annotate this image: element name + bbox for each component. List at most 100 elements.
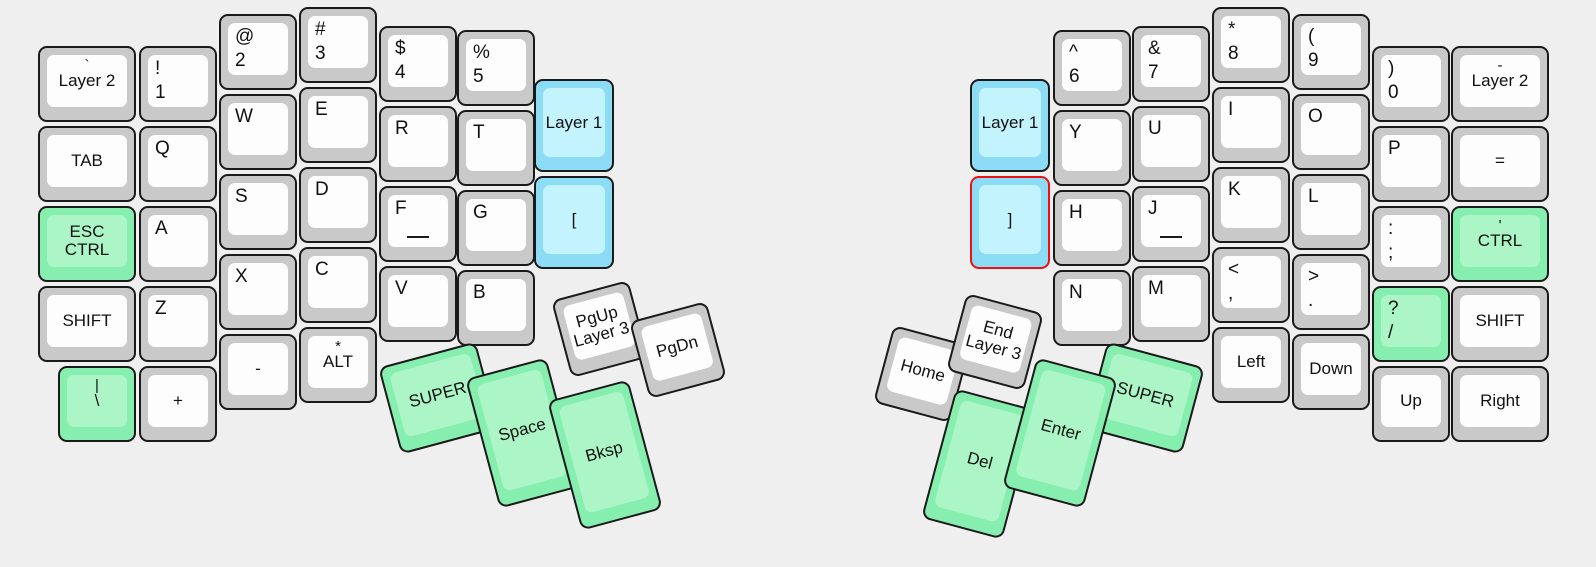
key-bracket-right[interactable]: ]	[970, 176, 1050, 269]
legend-top-left: F	[395, 198, 407, 219]
key-down[interactable]: Down	[1292, 334, 1370, 410]
key-4[interactable]: $4	[379, 26, 457, 102]
key-tab[interactable]: TAB	[38, 126, 136, 202]
legend-top-left: H	[1069, 202, 1083, 223]
key-layer1-left[interactable]: Layer 1	[534, 79, 614, 172]
keycap-face: I	[1221, 96, 1281, 148]
legend-bottom-left: ,	[1228, 282, 1234, 304]
legend-center: +	[173, 390, 183, 410]
keycap-face: ?/	[1381, 295, 1441, 347]
keycap-face: (9	[1301, 23, 1361, 75]
legend-top-left: J	[1148, 198, 1158, 219]
legend-top-left: ?	[1388, 298, 1399, 319]
legend-top-left: ^	[1069, 42, 1078, 63]
key-f[interactable]: F	[379, 186, 457, 262]
key-0[interactable]: )0	[1372, 46, 1450, 122]
key-plus[interactable]: +	[139, 366, 217, 442]
legend-top-left: X	[235, 266, 248, 287]
key-s[interactable]: S	[219, 174, 297, 250]
key-grave-layer2[interactable]: `Layer 2	[38, 46, 136, 122]
key-v[interactable]: V	[379, 266, 457, 342]
key-o[interactable]: O	[1292, 94, 1370, 170]
key-z[interactable]: Z	[139, 286, 217, 362]
legend-center: Up	[1400, 390, 1422, 410]
key-bracket-left[interactable]: [	[534, 176, 614, 269]
key-semicolon[interactable]: :;	[1372, 206, 1450, 282]
legend-center: SHIFT	[1475, 310, 1525, 330]
key-d[interactable]: D	[299, 167, 377, 243]
key-layer1-right[interactable]: Layer 1	[970, 79, 1050, 172]
key-9[interactable]: (9	[1292, 14, 1370, 90]
key-k[interactable]: K	[1212, 167, 1290, 243]
key-e[interactable]: E	[299, 87, 377, 163]
key-minus[interactable]: -	[219, 334, 297, 410]
legend-top-left: Z	[155, 298, 167, 319]
key-alt[interactable]: *ALT	[299, 327, 377, 403]
key-right[interactable]: Right	[1451, 366, 1549, 442]
key-up[interactable]: Up	[1372, 366, 1450, 442]
key-i[interactable]: I	[1212, 87, 1290, 163]
key-y[interactable]: Y	[1053, 110, 1131, 186]
key-shift-right[interactable]: SHIFT	[1451, 286, 1549, 362]
key-period[interactable]: >.	[1292, 254, 1370, 330]
legend-center: [	[571, 209, 577, 229]
key-g[interactable]: G	[457, 190, 535, 266]
key-m[interactable]: M	[1132, 266, 1210, 342]
key-u[interactable]: U	[1132, 106, 1210, 182]
key-shift[interactable]: SHIFT	[38, 286, 136, 362]
legend-bottom-left: 3	[315, 42, 326, 64]
key-p[interactable]: P	[1372, 126, 1450, 202]
keycap-face: N	[1062, 279, 1122, 331]
key-7[interactable]: &7	[1132, 26, 1210, 102]
key-a[interactable]: A	[139, 206, 217, 282]
legend-center: \	[94, 390, 100, 410]
key-x[interactable]: X	[219, 254, 297, 330]
key-w[interactable]: W	[219, 94, 297, 170]
keycap-face: |\	[67, 375, 127, 427]
key-quote-ctrl[interactable]: 'CTRL	[1451, 206, 1549, 282]
key-b[interactable]: B	[457, 270, 535, 346]
legend-center: Layer 1	[545, 112, 603, 132]
key-t[interactable]: T	[457, 110, 535, 186]
keycap-face: O	[1301, 103, 1361, 155]
key-slash[interactable]: ?/	[1372, 286, 1450, 362]
key-8[interactable]: *8	[1212, 7, 1290, 83]
legend-top-center: *	[335, 338, 341, 355]
key-comma[interactable]: <,	[1212, 247, 1290, 323]
key-left[interactable]: Left	[1212, 327, 1290, 403]
key-j[interactable]: J	[1132, 186, 1210, 262]
keycap-face: )0	[1381, 55, 1441, 107]
keycap-face: Right	[1460, 375, 1540, 427]
key-pipe-backslash[interactable]: |\	[58, 366, 136, 442]
keycap-face: A	[148, 215, 208, 267]
keycap-face: TAB	[47, 135, 127, 187]
key-l[interactable]: L	[1292, 174, 1370, 250]
key-minus-layer2[interactable]: -Layer 2	[1451, 46, 1549, 122]
keycap-face: `Layer 2	[47, 55, 127, 107]
key-q[interactable]: Q	[139, 126, 217, 202]
legend-top-left: >	[1308, 266, 1320, 287]
legend-center: -	[255, 358, 261, 378]
keycap-face: D	[308, 176, 368, 228]
legend-top-left: W	[235, 106, 253, 127]
key-3[interactable]: #3	[299, 7, 377, 83]
key-2[interactable]: @2	[219, 14, 297, 90]
key-6[interactable]: ^6	[1053, 30, 1131, 106]
key-n[interactable]: N	[1053, 270, 1131, 346]
key-5[interactable]: %5	[457, 30, 535, 106]
key-1[interactable]: !1	[139, 46, 217, 122]
key-h[interactable]: H	[1053, 190, 1131, 266]
legend-center: Home	[898, 355, 948, 386]
legend-center-line1: ESC	[69, 221, 105, 241]
key-equal[interactable]: =	[1451, 126, 1549, 202]
legend-top-left: :	[1388, 218, 1394, 239]
key-c[interactable]: C	[299, 247, 377, 323]
key-r[interactable]: R	[379, 106, 457, 182]
